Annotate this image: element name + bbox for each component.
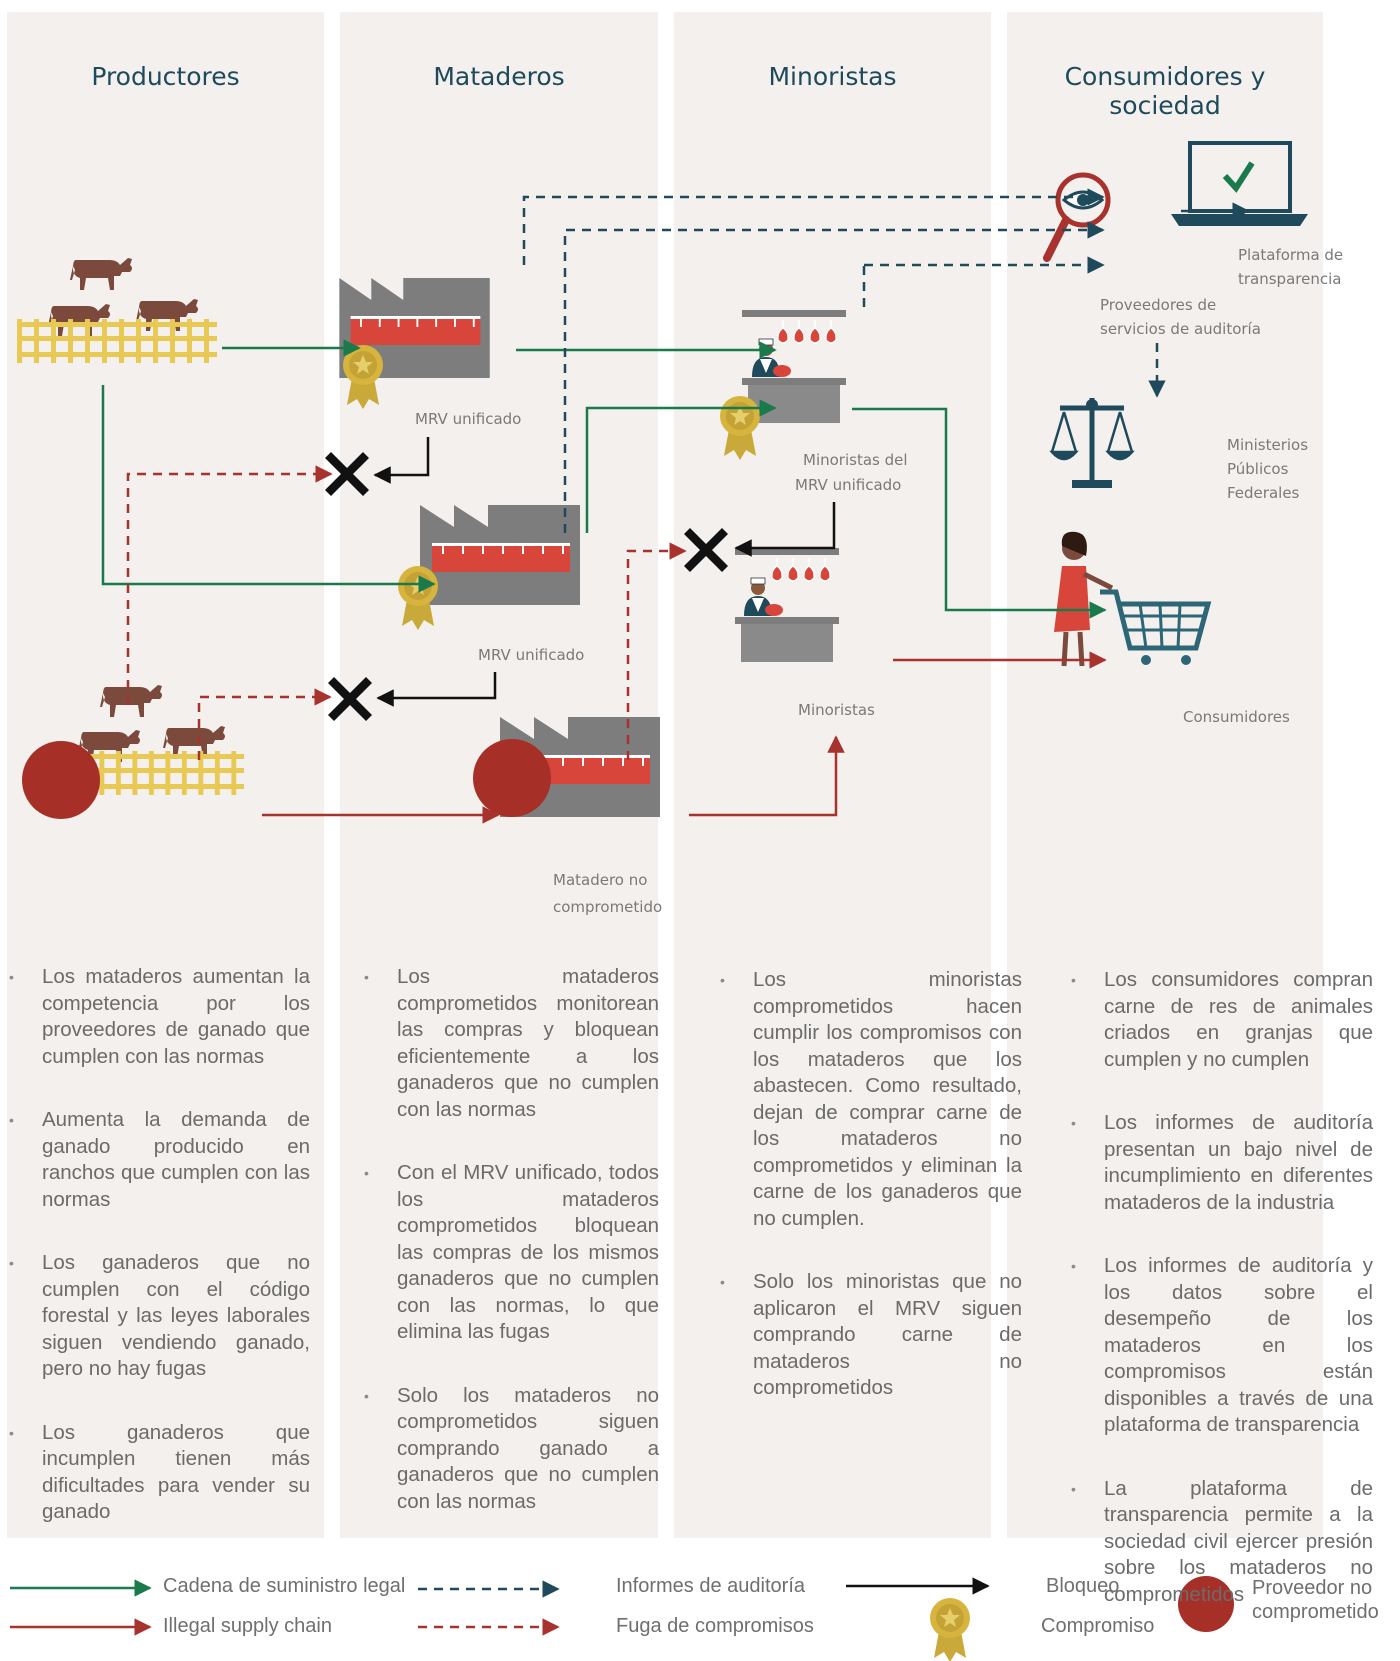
list-item: Solo los mataderos no comprometidos sigu… <box>364 1383 659 1516</box>
label-ministry-3: Federales <box>1227 484 1300 502</box>
label-mrv-2: MRV unificado <box>478 646 585 664</box>
laptop-check-icon <box>1171 141 1308 226</box>
label-auditors-2: servicios de auditoría <box>1100 320 1261 338</box>
list-item: Los mataderos aumentan la competencia po… <box>9 964 310 1070</box>
label-retail-mrv-1: Minoristas del <box>803 451 908 469</box>
scales-icon <box>1049 398 1135 488</box>
block-x-icon <box>325 452 369 496</box>
label-slaughter-nc-2: comprometido <box>553 898 663 916</box>
label-platform-2: transparencia <box>1238 270 1342 288</box>
committed-retailer-icon <box>720 310 846 460</box>
compliant-ranch-icon <box>17 258 217 363</box>
label-retail: Minoristas <box>798 701 875 719</box>
list-item: Con el MRV unificado, todos los matadero… <box>364 1160 659 1346</box>
bullets-minoristas: Los minoristas comprometidos hacen cumpl… <box>720 967 1022 1439</box>
list-item: Aumenta la demanda de ganado producido e… <box>9 1107 310 1213</box>
column-title-productores: Productores <box>91 62 240 91</box>
list-item: Los minoristas comprometidos hacen cumpl… <box>720 967 1022 1232</box>
shopper-cart-icon <box>1054 531 1212 667</box>
legend-block: Bloqueo <box>1046 1575 1120 1597</box>
legend-illegal: Illegal supply chain <box>163 1615 332 1637</box>
legend-audit: Informes de auditoría <box>616 1575 805 1597</box>
column-title-mataderos: Mataderos <box>433 62 565 91</box>
legend-noncommitted-1: Proveedor no <box>1252 1577 1373 1599</box>
list-item: Los informes de auditoría presentan un b… <box>1071 1110 1373 1216</box>
column-title-consumidores: Consumidores y sociedad <box>1064 62 1266 120</box>
legend-commitment: Compromiso <box>1041 1615 1155 1637</box>
list-item: Los consumidores compran carne de res de… <box>1071 967 1373 1073</box>
label-platform-1: Plataforma de <box>1238 246 1344 264</box>
noncompliant-ranch-icon <box>22 685 244 819</box>
committed-slaughterhouse-2-icon <box>398 505 580 630</box>
list-item: Solo los minoristas que no aplicaron el … <box>720 1269 1022 1402</box>
noncommitted-supplier-dot <box>22 741 100 819</box>
legend-legal: Cadena de suministro legal <box>163 1575 406 1597</box>
list-item: Los ganaderos que incumplen tienen más d… <box>9 1420 310 1526</box>
block-x-icon <box>328 677 372 721</box>
committed-slaughterhouse-1-icon <box>339 278 490 409</box>
label-retail-mrv-2: MRV unificado <box>795 476 902 494</box>
noncommitted-retailer-icon <box>735 548 839 662</box>
list-item: La plataforma de transparencia permite a… <box>1071 1476 1373 1609</box>
label-auditors-1: Proveedores de <box>1100 296 1217 314</box>
label-slaughter-nc-1: Matadero no <box>553 871 648 889</box>
list-item: Los mataderos comprometidos monitorean l… <box>364 964 659 1123</box>
bullets-mataderos: Los mataderos comprometidos monitorean l… <box>364 964 659 1552</box>
list-item: Los informes de auditoría y los datos so… <box>1071 1253 1373 1439</box>
legend-noncommitted-2: comprometido <box>1252 1601 1379 1623</box>
noncommitted-slaughterhouse-icon <box>473 717 660 817</box>
label-mrv-1: MRV unificado <box>415 410 522 428</box>
bullets-consumidores: Los consumidores compran carne de res de… <box>1071 967 1373 1645</box>
column-title-minoristas: Minoristas <box>768 62 897 91</box>
label-ministry-1: Ministerios <box>1227 436 1309 454</box>
magnifier-eye-icon <box>1043 172 1111 262</box>
bullets-productores: Los mataderos aumentan la competencia po… <box>9 964 310 1563</box>
list-item: Los ganaderos que no cumplen con el códi… <box>9 1250 310 1383</box>
block-x-icon <box>684 528 728 572</box>
legend-leak: Fuga de compromisos <box>616 1615 814 1637</box>
label-ministry-2: Públicos <box>1227 460 1289 478</box>
label-consumers: Consumidores <box>1183 708 1290 726</box>
